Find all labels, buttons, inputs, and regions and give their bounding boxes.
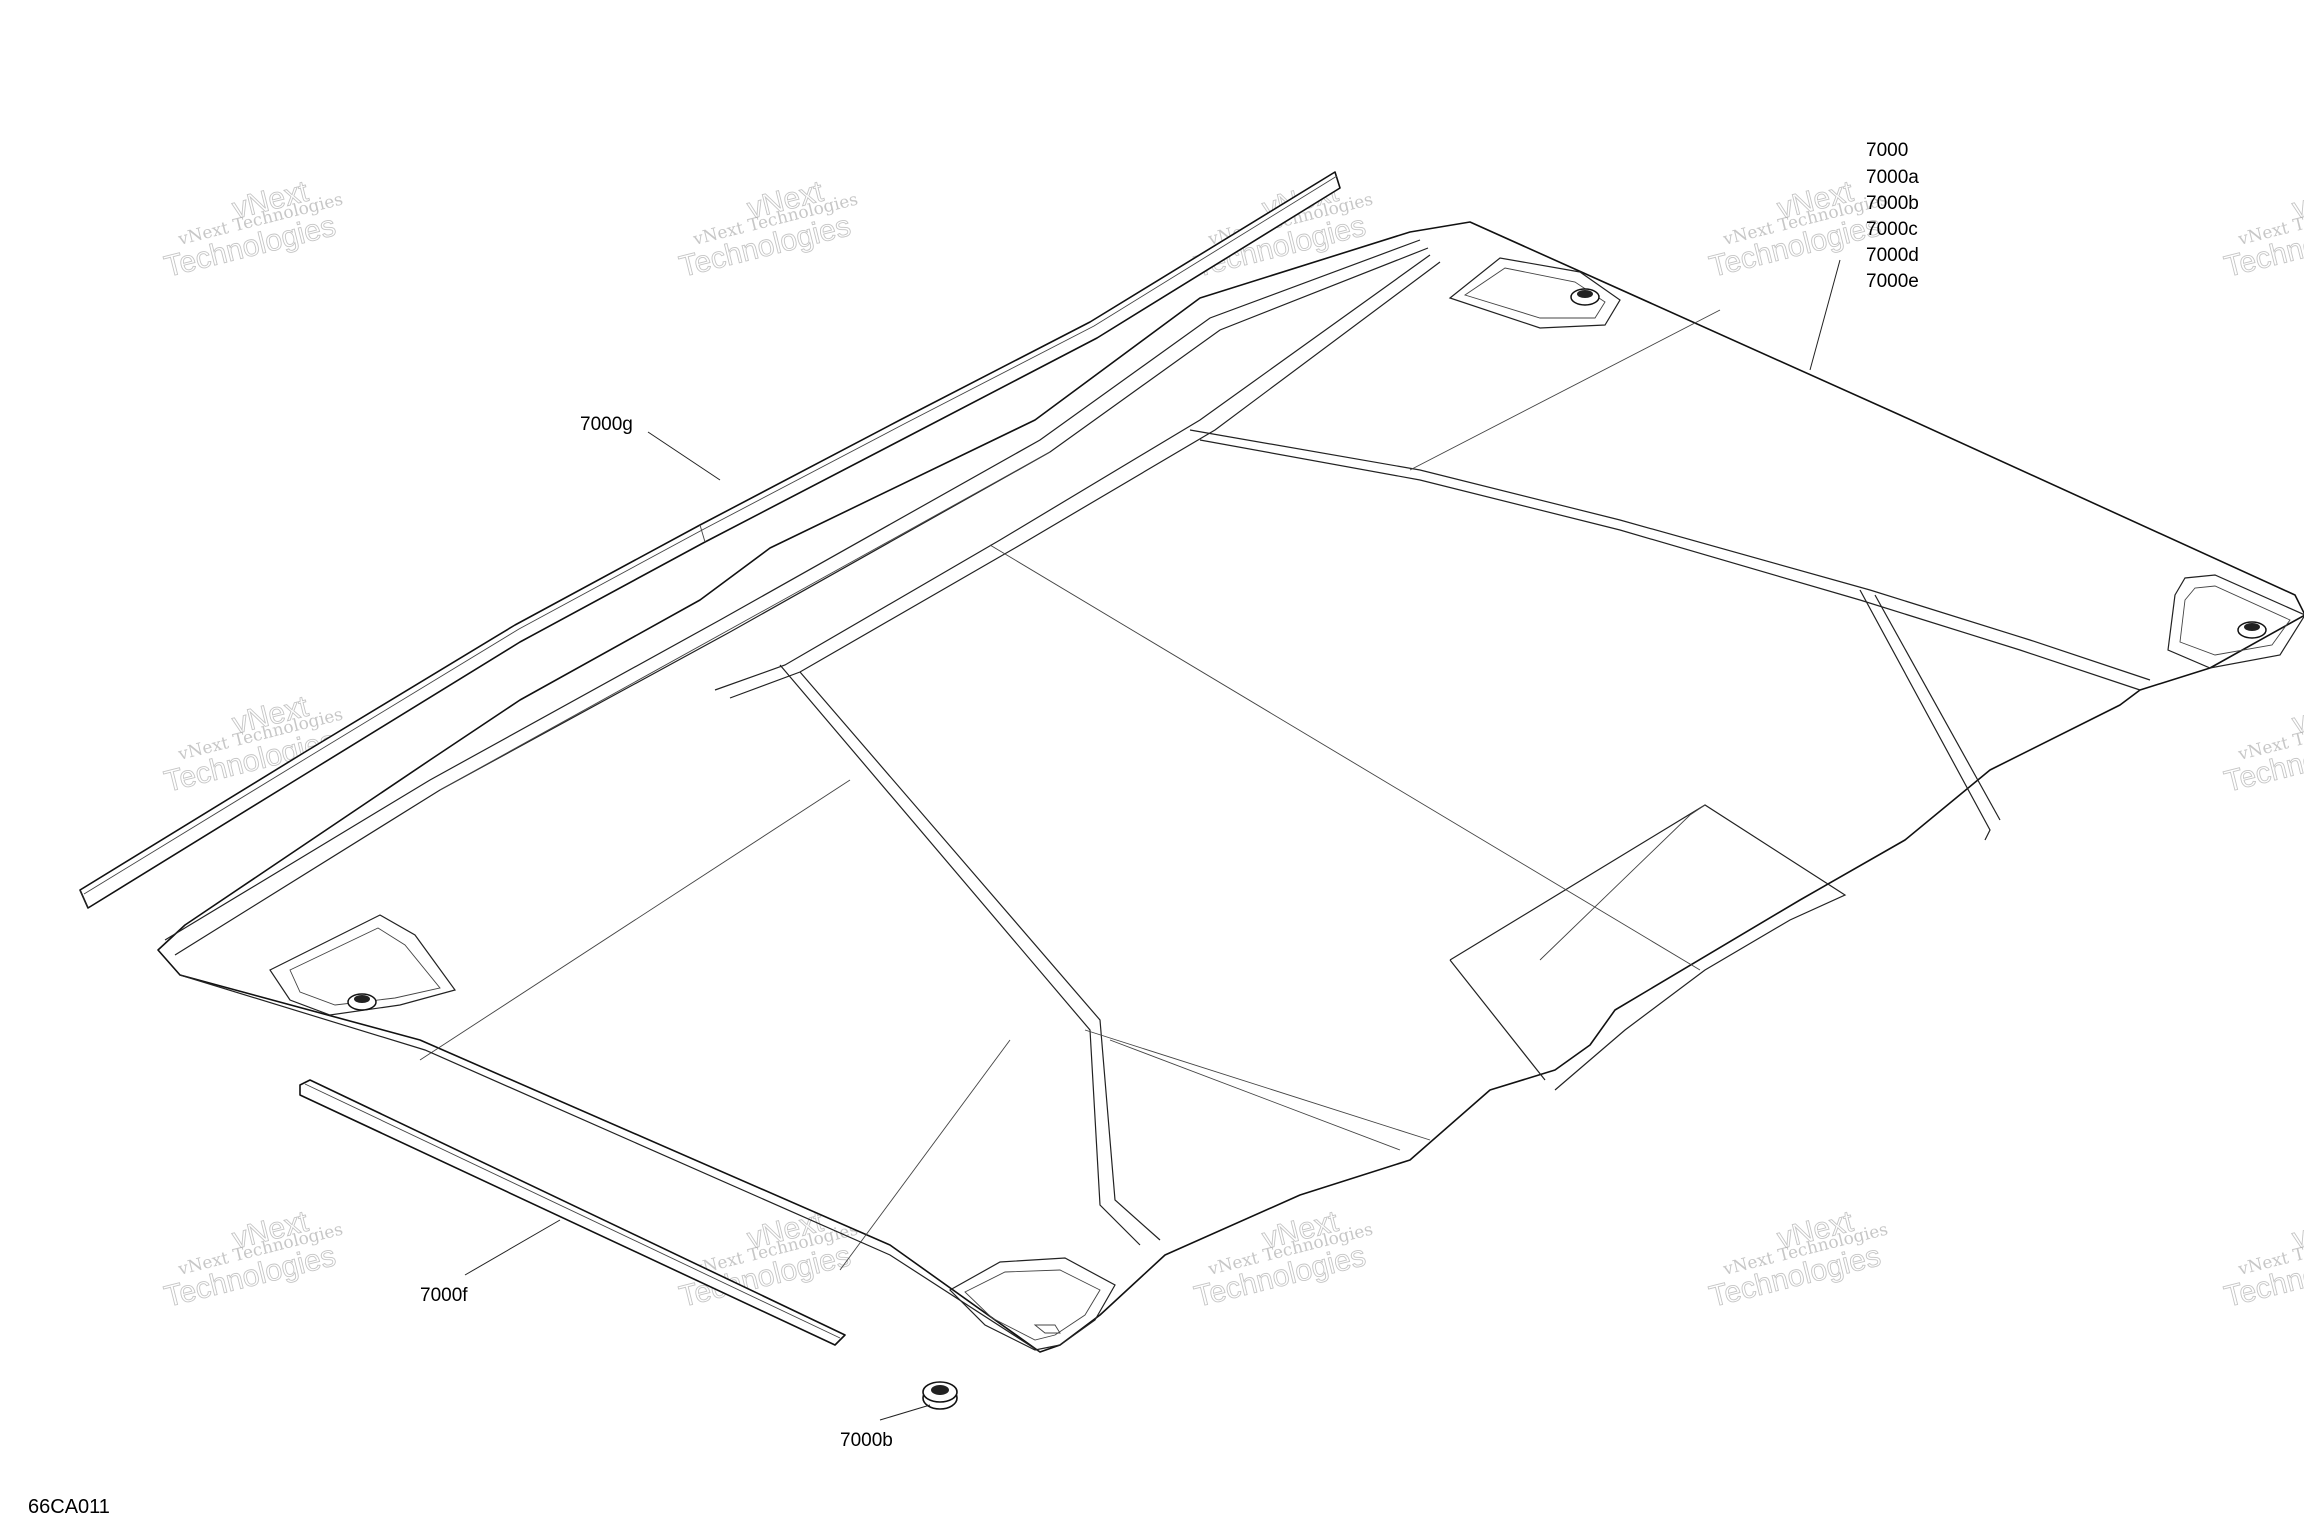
leader-7000f [464,1219,561,1276]
mount-pocket-front [949,1257,1116,1351]
grommet-part-7000b[interactable] [922,1381,958,1410]
callout-group-7000: 7000 7000a 7000b 7000c 7000d 7000e [1866,140,1919,292]
mount-pocket-rear [1448,257,1621,329]
roof-panel-7000[interactable] [157,221,2304,1353]
callout-7000a: 7000a [1866,167,1919,188]
leader-7000g [647,431,721,481]
fastener-7000b-rear[interactable] [1570,288,1600,306]
fastener-7000b-left[interactable] [347,993,377,1011]
strip-part-7000f[interactable] [299,1079,846,1346]
callout-7000d: 7000d [1866,245,1919,266]
callout-7000g: 7000g [580,414,633,435]
leader-7000 [1809,259,1841,371]
callout-7000b-loose: 7000b [840,1430,893,1451]
fastener-7000b-right[interactable] [2237,621,2267,639]
callout-7000b: 7000b [1866,193,1919,214]
strip-part-7000g[interactable] [79,171,1341,909]
leader-7000b [879,1404,931,1421]
diagram-id: 66CA011 [28,1496,110,1518]
callout-7000c: 7000c [1866,219,1918,240]
callout-7000: 7000 [1866,140,1908,161]
mount-pocket-right [2167,574,2304,669]
callout-7000e: 7000e [1866,271,1919,292]
callout-7000f: 7000f [420,1285,468,1306]
mount-pocket-left [269,914,456,1016]
